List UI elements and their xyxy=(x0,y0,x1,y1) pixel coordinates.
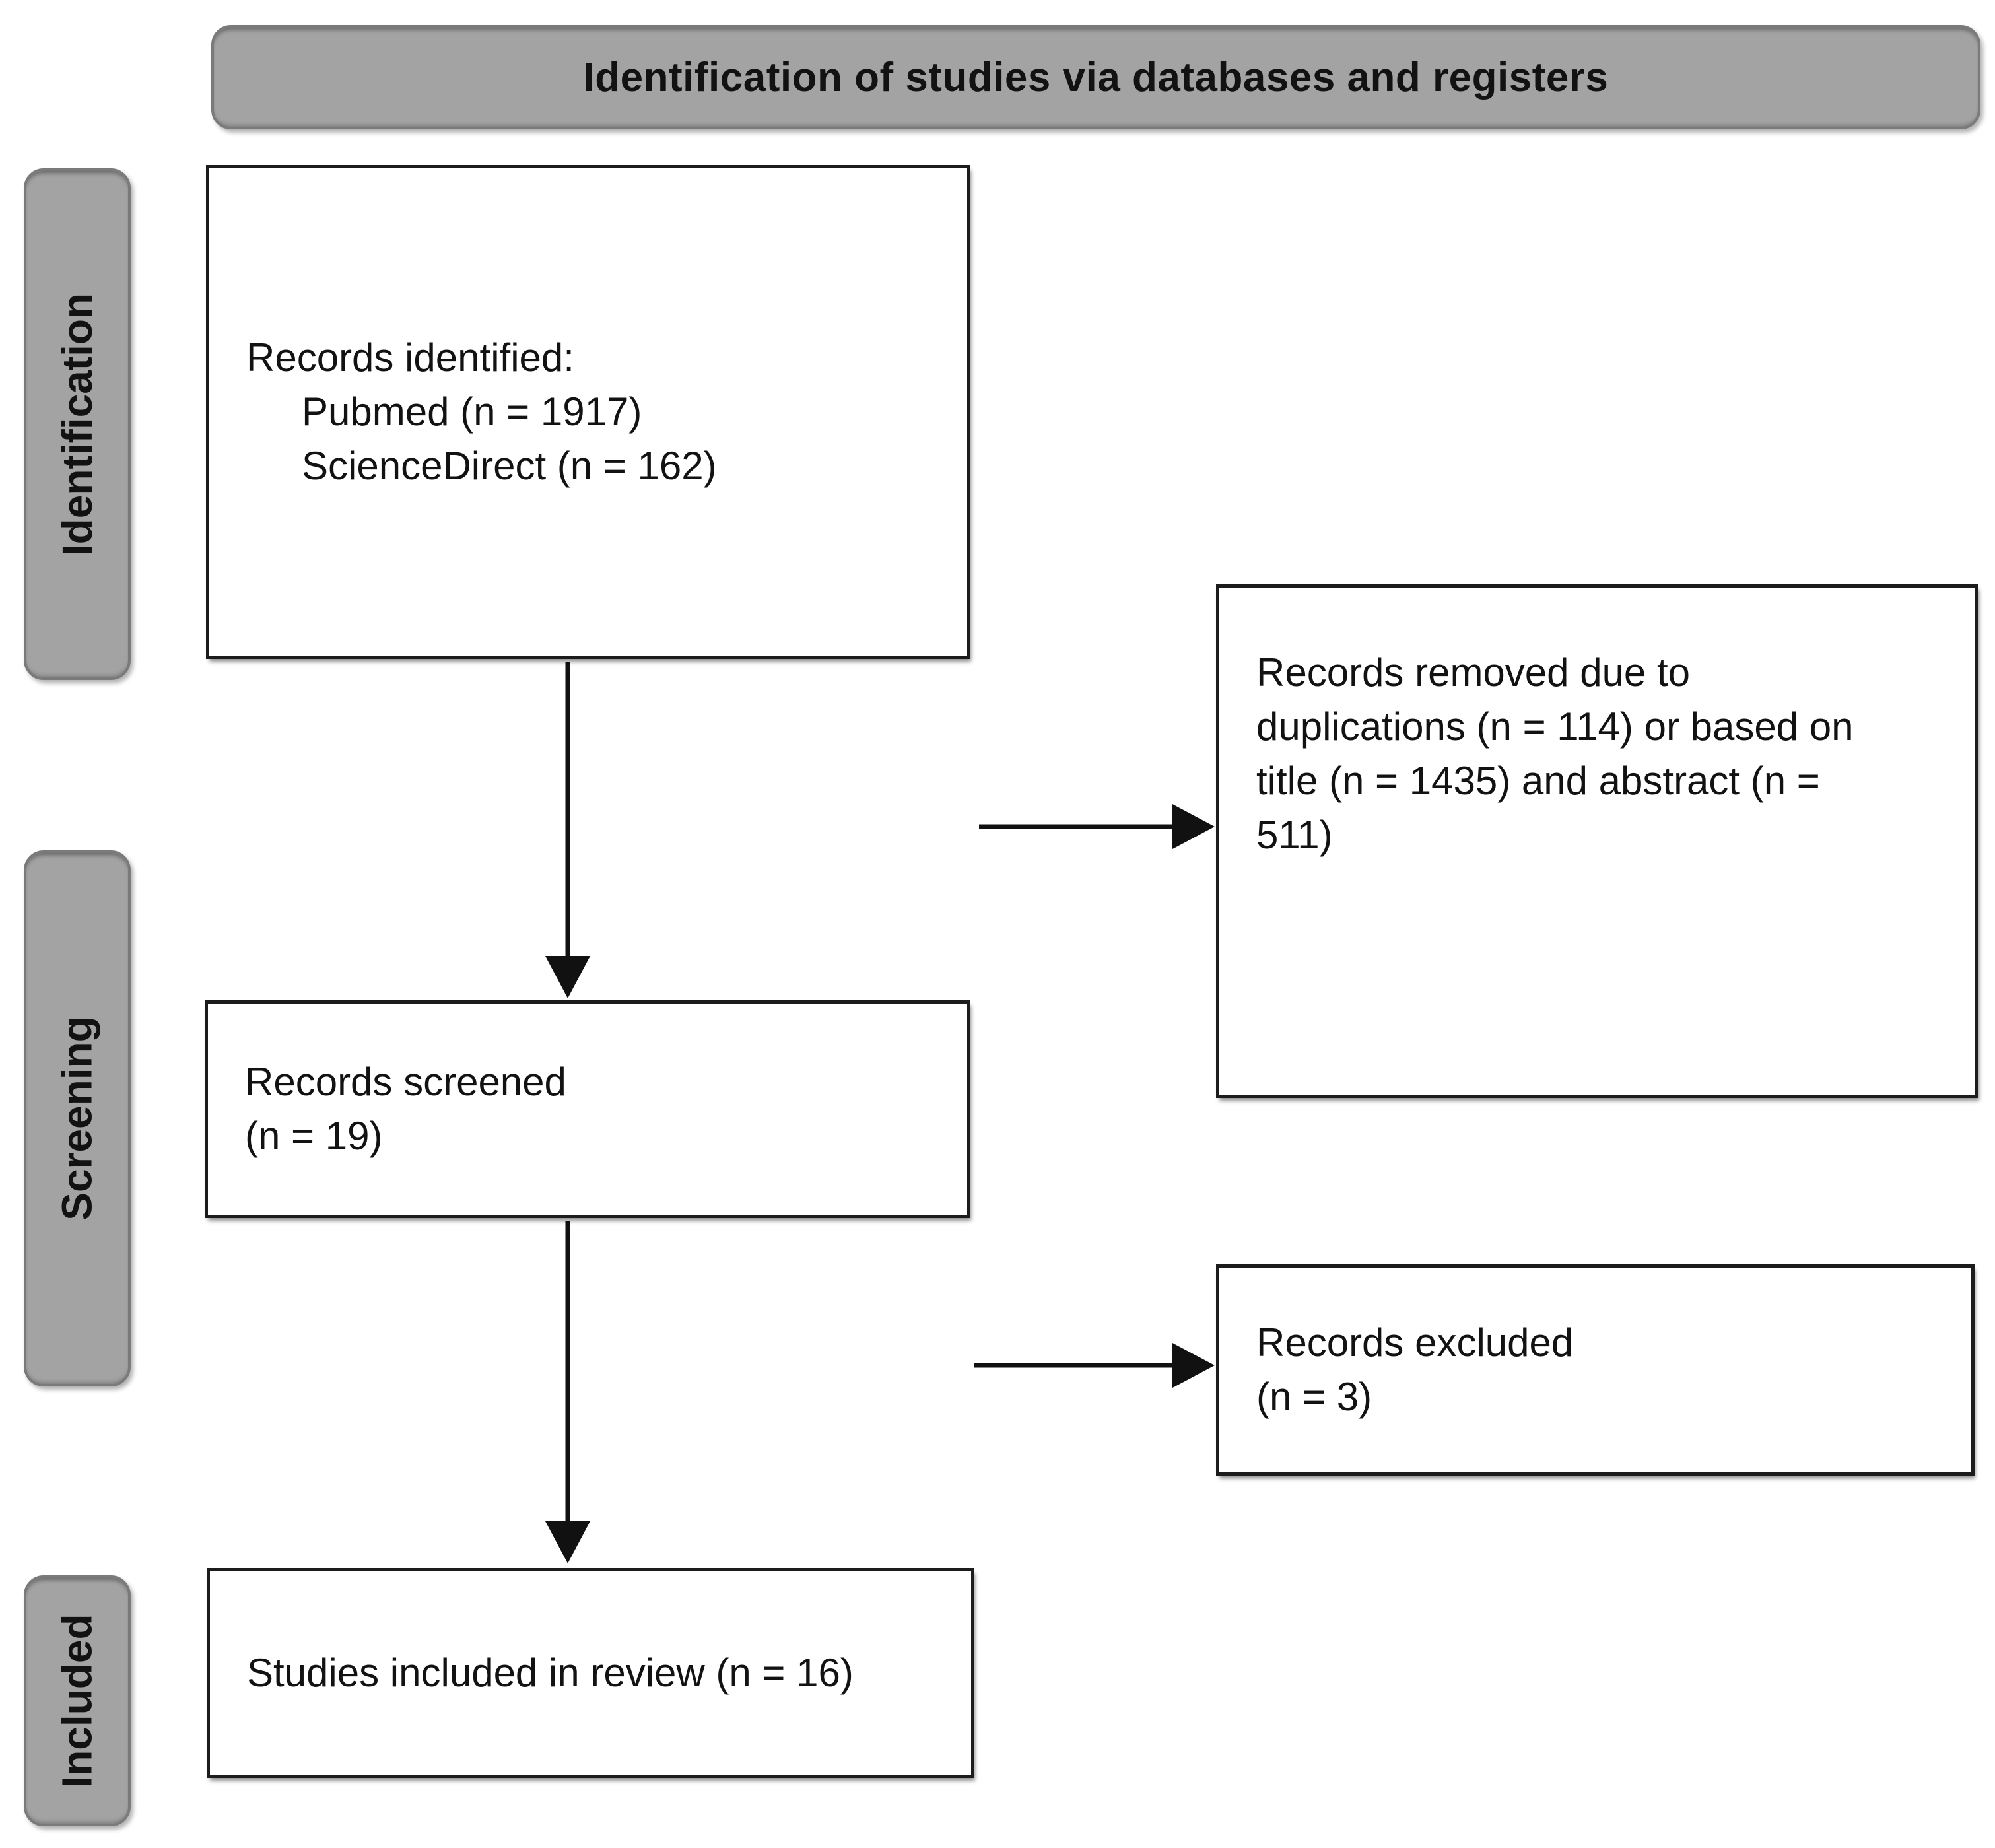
header-banner: Identification of studies via databases … xyxy=(211,25,1980,129)
box-records-excluded: Records excluded (n = 3) xyxy=(1216,1264,1975,1476)
arrow-screened-to-included xyxy=(545,1221,590,1563)
studies-included-text: Studies included in review (n = 16) xyxy=(247,1651,854,1695)
records-excluded-label: Records excluded xyxy=(1256,1320,1574,1365)
records-identified-source-sciencedirect: ScienceDirect (n = 162) xyxy=(302,444,717,488)
box-studies-included: Studies included in review (n = 16) xyxy=(207,1568,974,1778)
stage-label-included-text: Included xyxy=(53,1614,101,1788)
arrow-to-records-removed xyxy=(979,804,1215,849)
stage-label-included: Included xyxy=(24,1575,131,1826)
stage-label-screening: Screening xyxy=(24,850,131,1386)
box-records-removed: Records removed due to duplications (n =… xyxy=(1216,584,1978,1098)
box-records-screened: Records screened (n = 19) xyxy=(205,1000,970,1218)
arrow-identified-to-screened xyxy=(545,662,590,998)
records-screened-label: Records screened xyxy=(245,1060,566,1104)
records-identified-heading: Records identified: xyxy=(246,335,574,380)
records-excluded-count: (n = 3) xyxy=(1256,1375,1372,1419)
box-records-identified: Records identified: Pubmed (n = 1917) Sc… xyxy=(206,165,970,659)
stage-label-screening-text: Screening xyxy=(53,1016,101,1221)
stage-label-identification-text: Identification xyxy=(53,292,101,556)
records-screened-count: (n = 19) xyxy=(245,1114,383,1158)
header-title: Identification of studies via databases … xyxy=(583,54,1609,100)
records-removed-text: Records removed due to duplications (n =… xyxy=(1256,650,1854,857)
arrow-to-records-excluded xyxy=(974,1343,1215,1388)
stage-label-identification: Identification xyxy=(24,168,131,680)
records-identified-source-pubmed: Pubmed (n = 1917) xyxy=(302,390,642,434)
